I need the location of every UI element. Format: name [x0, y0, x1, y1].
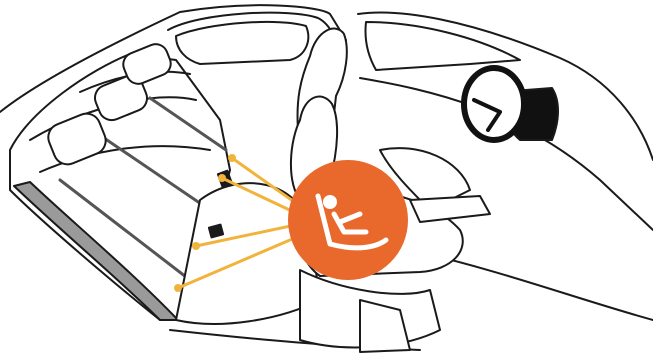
anchor-point-1	[228, 154, 236, 162]
child-seat-badge	[288, 160, 408, 280]
front-window	[365, 22, 520, 70]
anchor-point-3	[192, 242, 200, 250]
steering-wheel	[464, 68, 524, 140]
child-head	[323, 195, 337, 209]
buckle-lower	[209, 225, 223, 238]
dashboard	[464, 68, 558, 140]
rear-bench-seat	[10, 41, 320, 324]
anchor-point-4	[174, 284, 182, 292]
center-console	[410, 196, 490, 222]
rear-window	[176, 22, 308, 64]
anchor-point-2	[218, 174, 226, 182]
